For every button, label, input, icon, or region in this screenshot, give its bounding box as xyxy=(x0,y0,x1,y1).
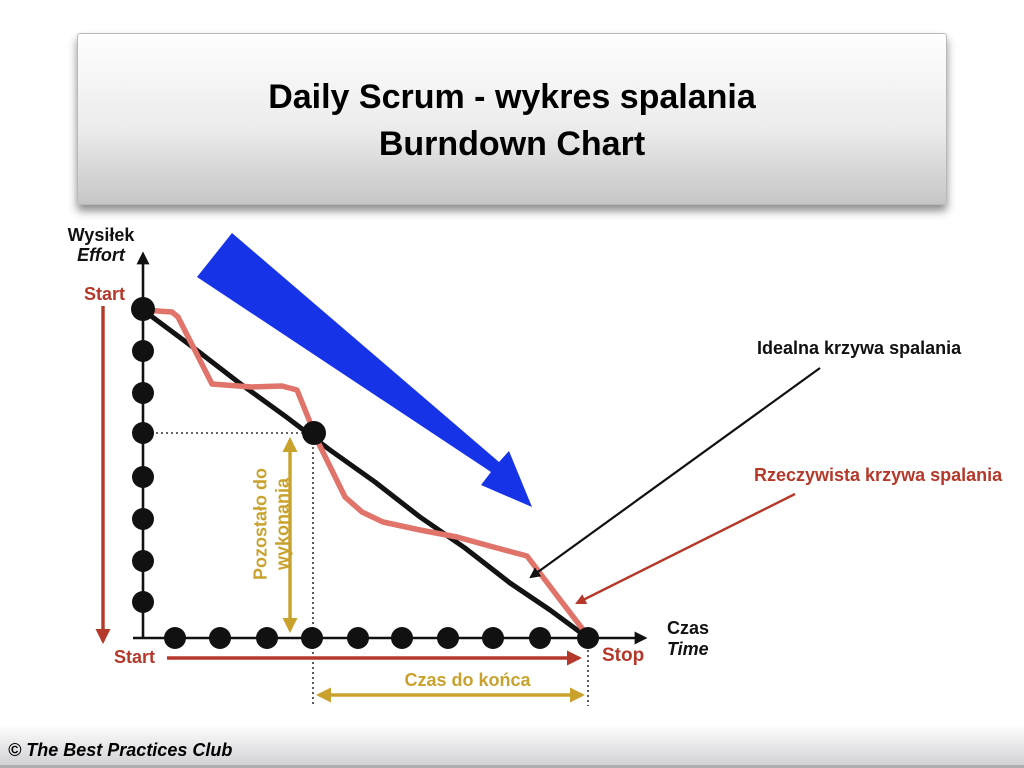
axis-dot xyxy=(577,627,599,649)
axis-dot xyxy=(131,297,155,321)
axis-dot xyxy=(132,591,154,613)
time-to-end-label: Czas do końca xyxy=(404,670,531,690)
actual-burndown-line xyxy=(140,307,591,639)
actual-curve-pointer xyxy=(575,492,796,605)
ideal-curve-label: Idealna krzywa spalania xyxy=(757,338,962,358)
axis-dot xyxy=(132,508,154,530)
stop-label: Stop xyxy=(602,645,645,666)
axis-dot xyxy=(132,422,154,444)
axis-dot xyxy=(437,627,459,649)
remaining-work-label-line1: Pozostało do xyxy=(250,468,271,580)
remaining-work-label: Pozostało do wykonania xyxy=(250,468,293,580)
y-axis-label-pl: Wysiłek xyxy=(67,225,135,245)
x-axis-label-pl: Czas xyxy=(667,618,710,638)
copyright-text: © The Best Practices Club xyxy=(8,740,233,760)
axis-dot xyxy=(209,627,231,649)
start-label-effort: Start xyxy=(84,284,126,304)
axis-dot xyxy=(482,627,504,649)
y-axis-label-en: Effort xyxy=(77,244,125,265)
axis-dot xyxy=(256,627,278,649)
start-label-time: Start xyxy=(114,647,156,667)
axis-dot xyxy=(391,627,413,649)
axis-dot xyxy=(132,382,154,404)
axis-dot xyxy=(132,550,154,572)
axis-dot xyxy=(301,627,323,649)
axis-dot xyxy=(164,627,186,649)
slide-title: Daily Scrum - wykres spalania Burndown C… xyxy=(78,34,946,168)
ideal-burndown-line xyxy=(140,307,591,641)
blue-trend-arrow xyxy=(197,233,532,507)
actual-curve-label: Rzeczywista krzywa spalania xyxy=(754,465,1003,485)
axis-dot xyxy=(529,627,551,649)
axis-dot xyxy=(132,340,154,362)
axis-dot xyxy=(132,466,154,488)
footer-bar: © The Best Practices Club xyxy=(0,726,1024,768)
x-axis-label-en: Time xyxy=(667,638,709,659)
ideal-curve-pointer xyxy=(529,367,821,579)
remaining-work-label-line2: wykonania xyxy=(272,477,292,571)
y-axis-label: Wysiłek Effort xyxy=(55,225,147,266)
axis-dot xyxy=(302,421,326,445)
x-axis-label: Czas Time xyxy=(667,618,709,659)
title-banner: Daily Scrum - wykres spalania Burndown C… xyxy=(77,33,947,205)
axis-dot xyxy=(347,627,369,649)
slide-title-line1: Daily Scrum - wykres spalania xyxy=(268,78,756,116)
axis-dots xyxy=(131,297,599,649)
slide-title-line2: Burndown Chart xyxy=(378,124,646,163)
